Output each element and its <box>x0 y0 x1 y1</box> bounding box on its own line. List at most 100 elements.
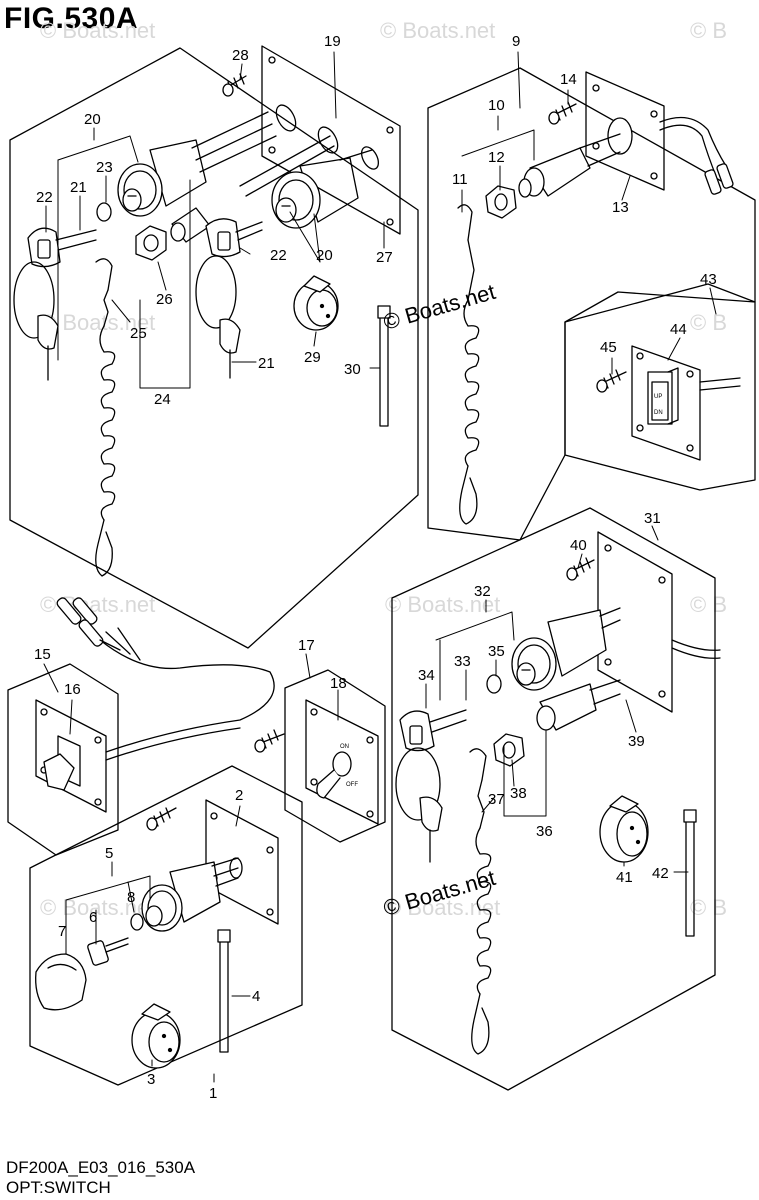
callout-22a: 22 <box>36 189 53 206</box>
callout-34: 34 <box>418 667 435 684</box>
callout-2: 2 <box>235 787 243 804</box>
cap-41 <box>599 795 649 863</box>
callout-42: 42 <box>652 865 669 882</box>
trim-switch-44: UP DN <box>647 367 679 425</box>
callout-30: 30 <box>344 361 361 378</box>
ignition-switch-20b <box>271 157 359 229</box>
harness-9 <box>659 116 734 195</box>
diagram-code: DF200A_E03_016_530A <box>6 1158 196 1177</box>
ignition-switch-5 <box>141 857 243 932</box>
callout-25: 25 <box>130 325 147 342</box>
screw-40 <box>566 557 595 581</box>
callout-24: 24 <box>154 391 171 408</box>
washer-23 <box>96 202 112 222</box>
toggle-switch-18: ON OFF <box>316 744 358 799</box>
key-6 <box>87 937 129 966</box>
group-panel-43 <box>564 283 756 491</box>
callout-39: 39 <box>628 733 645 750</box>
diagram-name: OPT:SWITCH <box>6 1178 111 1197</box>
wire-bundle-19 <box>191 104 380 197</box>
callout-26: 26 <box>156 291 173 308</box>
mounting-plate-18 <box>305 699 379 825</box>
callout-9: 9 <box>512 33 520 50</box>
screw-28 <box>222 73 247 97</box>
assembly-43: UP DN <box>596 345 741 461</box>
switch-label-up: UP <box>654 394 662 400</box>
callout-31: 31 <box>644 510 661 527</box>
assembly-1 <box>35 799 279 1069</box>
assembly-17: ON OFF <box>254 699 379 825</box>
svg-text:© B: © B <box>690 18 727 43</box>
svg-text:© B: © B <box>690 592 727 617</box>
group-panel-15 <box>7 663 119 856</box>
svg-text:© Boats.net: © Boats.net <box>380 18 495 43</box>
harness-31 <box>671 639 721 659</box>
cap-29 <box>293 275 339 331</box>
callout-35: 35 <box>488 643 505 660</box>
mounting-plate-2 <box>205 799 279 925</box>
callout-1: 1 <box>209 1085 217 1102</box>
callout-18: 18 <box>330 675 347 692</box>
callout-44: 44 <box>670 321 687 338</box>
leader-lines <box>43 51 717 1083</box>
callout-41: 41 <box>616 869 633 886</box>
rocker-switch-16 <box>43 735 81 791</box>
washer-35 <box>486 674 502 694</box>
svg-text:© B: © B <box>690 310 727 335</box>
callout-23: 23 <box>96 159 113 176</box>
mounting-plate-13 <box>585 71 665 191</box>
callout-10: 10 <box>488 97 505 114</box>
group-panel-1 <box>29 765 303 1086</box>
callout-29: 29 <box>304 349 321 366</box>
callout-40: 40 <box>570 537 587 554</box>
key-22a <box>13 227 97 381</box>
faint-watermarks: © Boats.net © Boats.net © B © Boats.net … <box>40 18 727 920</box>
connectors-15 <box>56 597 141 661</box>
callout-6: 6 <box>89 909 97 926</box>
key-cover-7 <box>35 953 87 1011</box>
callout-5: 5 <box>105 845 113 862</box>
stop-switch-12 <box>518 133 621 198</box>
screw-1 <box>146 807 177 831</box>
callout-21b: 21 <box>258 355 275 372</box>
svg-text:© Boats.net: © Boats.net <box>385 592 500 617</box>
callout-16: 16 <box>64 681 81 698</box>
callout-12: 12 <box>488 149 505 166</box>
callout-21a: 21 <box>70 179 87 196</box>
lanyard-25 <box>95 258 116 577</box>
assembly-31 <box>395 531 721 1055</box>
lanyard-11 <box>457 204 480 525</box>
mounting-plate-39 <box>597 531 673 713</box>
callout-38: 38 <box>510 785 527 802</box>
callout-33: 33 <box>454 653 471 670</box>
key-22b <box>195 218 263 379</box>
callout-17: 17 <box>298 637 315 654</box>
cable-tie-42 <box>683 809 697 937</box>
screw-14 <box>548 101 577 125</box>
mounting-plate-27 <box>261 45 401 235</box>
washer-8 <box>130 913 144 931</box>
figure-title: FIG.530A <box>4 2 139 35</box>
assembly-15 <box>35 597 275 813</box>
assembly-9 <box>457 71 734 525</box>
callout-4: 4 <box>252 988 260 1005</box>
mounting-plate-44 <box>631 345 701 461</box>
group-panel-17 <box>284 669 386 843</box>
svg-text:© B: © B <box>690 895 727 920</box>
svg-text:© Boats.net: © Boats.net <box>385 895 500 920</box>
callout-7: 7 <box>58 923 66 940</box>
callout-14: 14 <box>560 71 577 88</box>
callout-15: 15 <box>34 646 51 663</box>
lanyard-37 <box>469 748 492 1055</box>
callout-3: 3 <box>147 1071 155 1088</box>
screw-17 <box>254 729 285 753</box>
group-panel-19 <box>9 47 419 649</box>
key-34 <box>395 709 467 863</box>
callout-28: 28 <box>232 47 249 64</box>
callout-36: 36 <box>536 823 553 840</box>
screw-45 <box>596 369 627 393</box>
callout-19: 19 <box>324 33 341 50</box>
switch-label-off: OFF <box>346 782 358 788</box>
